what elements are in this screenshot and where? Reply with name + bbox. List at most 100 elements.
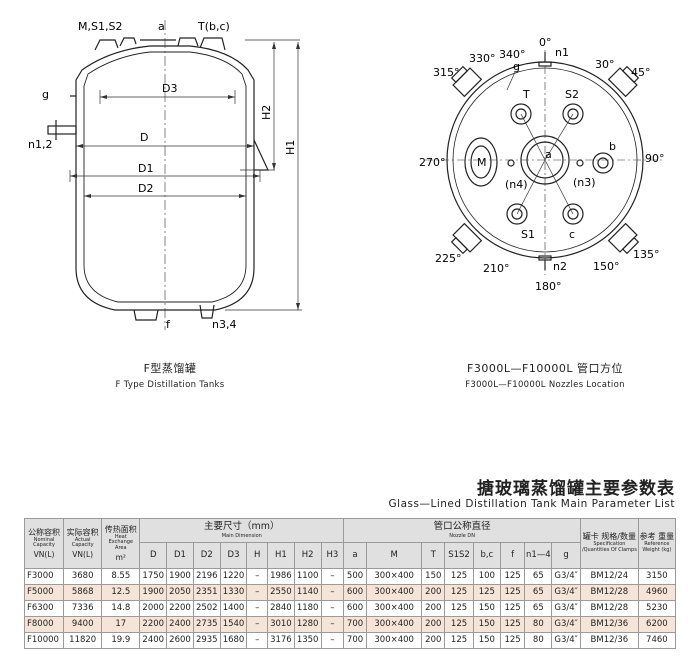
label-c: c [569, 228, 575, 241]
table-cell: 300×400 [365, 616, 423, 633]
table-cell: 80 [524, 632, 553, 649]
right-caption: F3000L—F10000L 管口方位 F3000L—F10000L Nozzl… [440, 360, 650, 390]
table-cell: 1986 [267, 568, 295, 585]
table-cell: 600 [343, 584, 367, 601]
subheader-nozzle-6: n1—4 [524, 542, 553, 569]
table-cell: 8.55 [101, 568, 141, 585]
table-cell: 1330 [219, 584, 248, 601]
table-cell: 125 [499, 568, 526, 585]
table-cell: 65 [524, 584, 553, 601]
table-cell: 200 [421, 616, 446, 633]
table-cell: F5000 [23, 584, 65, 601]
table-cell: 150 [421, 568, 446, 585]
vessel-elevation-drawing: M,S1,S2 a T(b,c) g n1,2 D3 D D1 D2 H2 H1… [28, 20, 302, 331]
label-h1: H1 [284, 140, 297, 155]
table-cell: 125 [444, 600, 474, 617]
label-deg90: 90° [645, 152, 665, 165]
table-cell: 7336 [63, 600, 103, 617]
table-cell: 150 [472, 600, 501, 617]
table-cell: F3000 [23, 568, 65, 585]
table-cell: 2351 [192, 584, 221, 601]
table-cell: 300×400 [365, 584, 423, 601]
table-cell: 6200 [637, 616, 677, 633]
table-cell: 2200 [166, 600, 194, 617]
subheader-nozzle-0: a [343, 542, 367, 569]
label-deg210: 210° [483, 262, 510, 275]
table-cell: 1140 [293, 584, 322, 601]
table-cell: 4960 [637, 584, 677, 601]
label-m: M [477, 156, 487, 169]
table-cell: 2502 [192, 600, 221, 617]
table-cell: 1680 [219, 632, 248, 649]
table-cell: 2196 [192, 568, 221, 585]
subheader-dim-2: D2 [192, 542, 221, 569]
label-s1: S1 [521, 228, 535, 241]
table-cell: G3/4″ [551, 568, 582, 585]
label-f: f [166, 318, 171, 331]
table-cell: 125 [444, 584, 474, 601]
label-deg315: 315° [433, 66, 460, 79]
label-d1: D1 [138, 162, 153, 175]
right-caption-en: F3000L—F10000L Nozzles Location [465, 380, 625, 390]
table-cell: – [320, 632, 345, 649]
table-cell: G3/4″ [551, 632, 582, 649]
label-t-bc: T(b,c) [197, 20, 230, 33]
right-caption-cn: F3000L—F10000L 管口方位 [467, 362, 623, 375]
table-title-cn: 搪玻璃蒸馏罐主要参数表 [477, 479, 675, 499]
table-cell: – [320, 584, 345, 601]
table-cell: – [246, 584, 268, 601]
label-n3: (n3) [573, 176, 596, 189]
label-deg270: 270° [419, 156, 446, 169]
table-cell: 500 [343, 568, 367, 585]
table-cell: 2200 [139, 616, 168, 633]
header-clamp: 罐卡 规格/数量 Specification /Quantities Of Cl… [580, 518, 639, 569]
parameter-table: 公称容积 Nominal Capacity VN(L) 实际容积 Actual … [23, 518, 677, 649]
table-cell: 14.8 [101, 600, 141, 617]
table-cell: 2550 [267, 584, 295, 601]
table-cell: 300×400 [365, 568, 423, 585]
table-cell: 80 [524, 616, 553, 633]
label-n34: n3,4 [212, 318, 236, 331]
table-cell: 2400 [139, 632, 168, 649]
table-cell: 65 [524, 568, 553, 585]
table-cell: BM12/28 [580, 584, 639, 601]
label-n2: n2 [553, 260, 567, 273]
table-cell: 125 [499, 632, 526, 649]
header-actual: 实际容积 Actual Capacity VN(L) [63, 518, 103, 569]
table-cell: F8000 [23, 616, 65, 633]
subheader-nozzle-7: g [551, 542, 582, 569]
table-cell: 125 [499, 584, 526, 601]
header-dimension: 主要尺寸（mm） Main Dimension [139, 518, 345, 543]
subheader-nozzle-4: b,c [472, 542, 501, 569]
table-cell: 100 [472, 568, 501, 585]
table-cell: F10000 [23, 632, 65, 649]
header-nozzle: 管口公称直径 Nozzle DN [343, 518, 582, 543]
subheader-nozzle-1: M [365, 542, 423, 569]
table-cell: 1400 [219, 600, 248, 617]
label-m-s1-s2: M,S1,S2 [78, 20, 122, 33]
table-cell: 200 [421, 600, 446, 617]
table-cell: 1900 [166, 568, 194, 585]
table-cell: 19.9 [101, 632, 141, 649]
subheader-dim-3: D3 [219, 542, 248, 569]
table-cell: 300×400 [365, 600, 423, 617]
table-cell: 2050 [166, 584, 194, 601]
table-cell: 12.5 [101, 584, 141, 601]
label-ah: a [545, 148, 552, 161]
table-cell: 700 [343, 632, 367, 649]
table-cell: G3/4″ [551, 600, 582, 617]
table-cell: 125 [472, 584, 501, 601]
header-area: 传热面积 Heat Exchange Area m² [101, 518, 141, 569]
table-cell: BM12/36 [580, 632, 639, 649]
table-cell: 5868 [63, 584, 103, 601]
table-cell: 1540 [219, 616, 248, 633]
table-cell: – [246, 568, 268, 585]
table-cell: 125 [444, 616, 474, 633]
label-deg150: 150° [593, 260, 620, 273]
table-cell: BM12/28 [580, 600, 639, 617]
left-caption-cn: F型蒸馏罐 [143, 362, 197, 375]
table-cell: 3176 [267, 632, 295, 649]
